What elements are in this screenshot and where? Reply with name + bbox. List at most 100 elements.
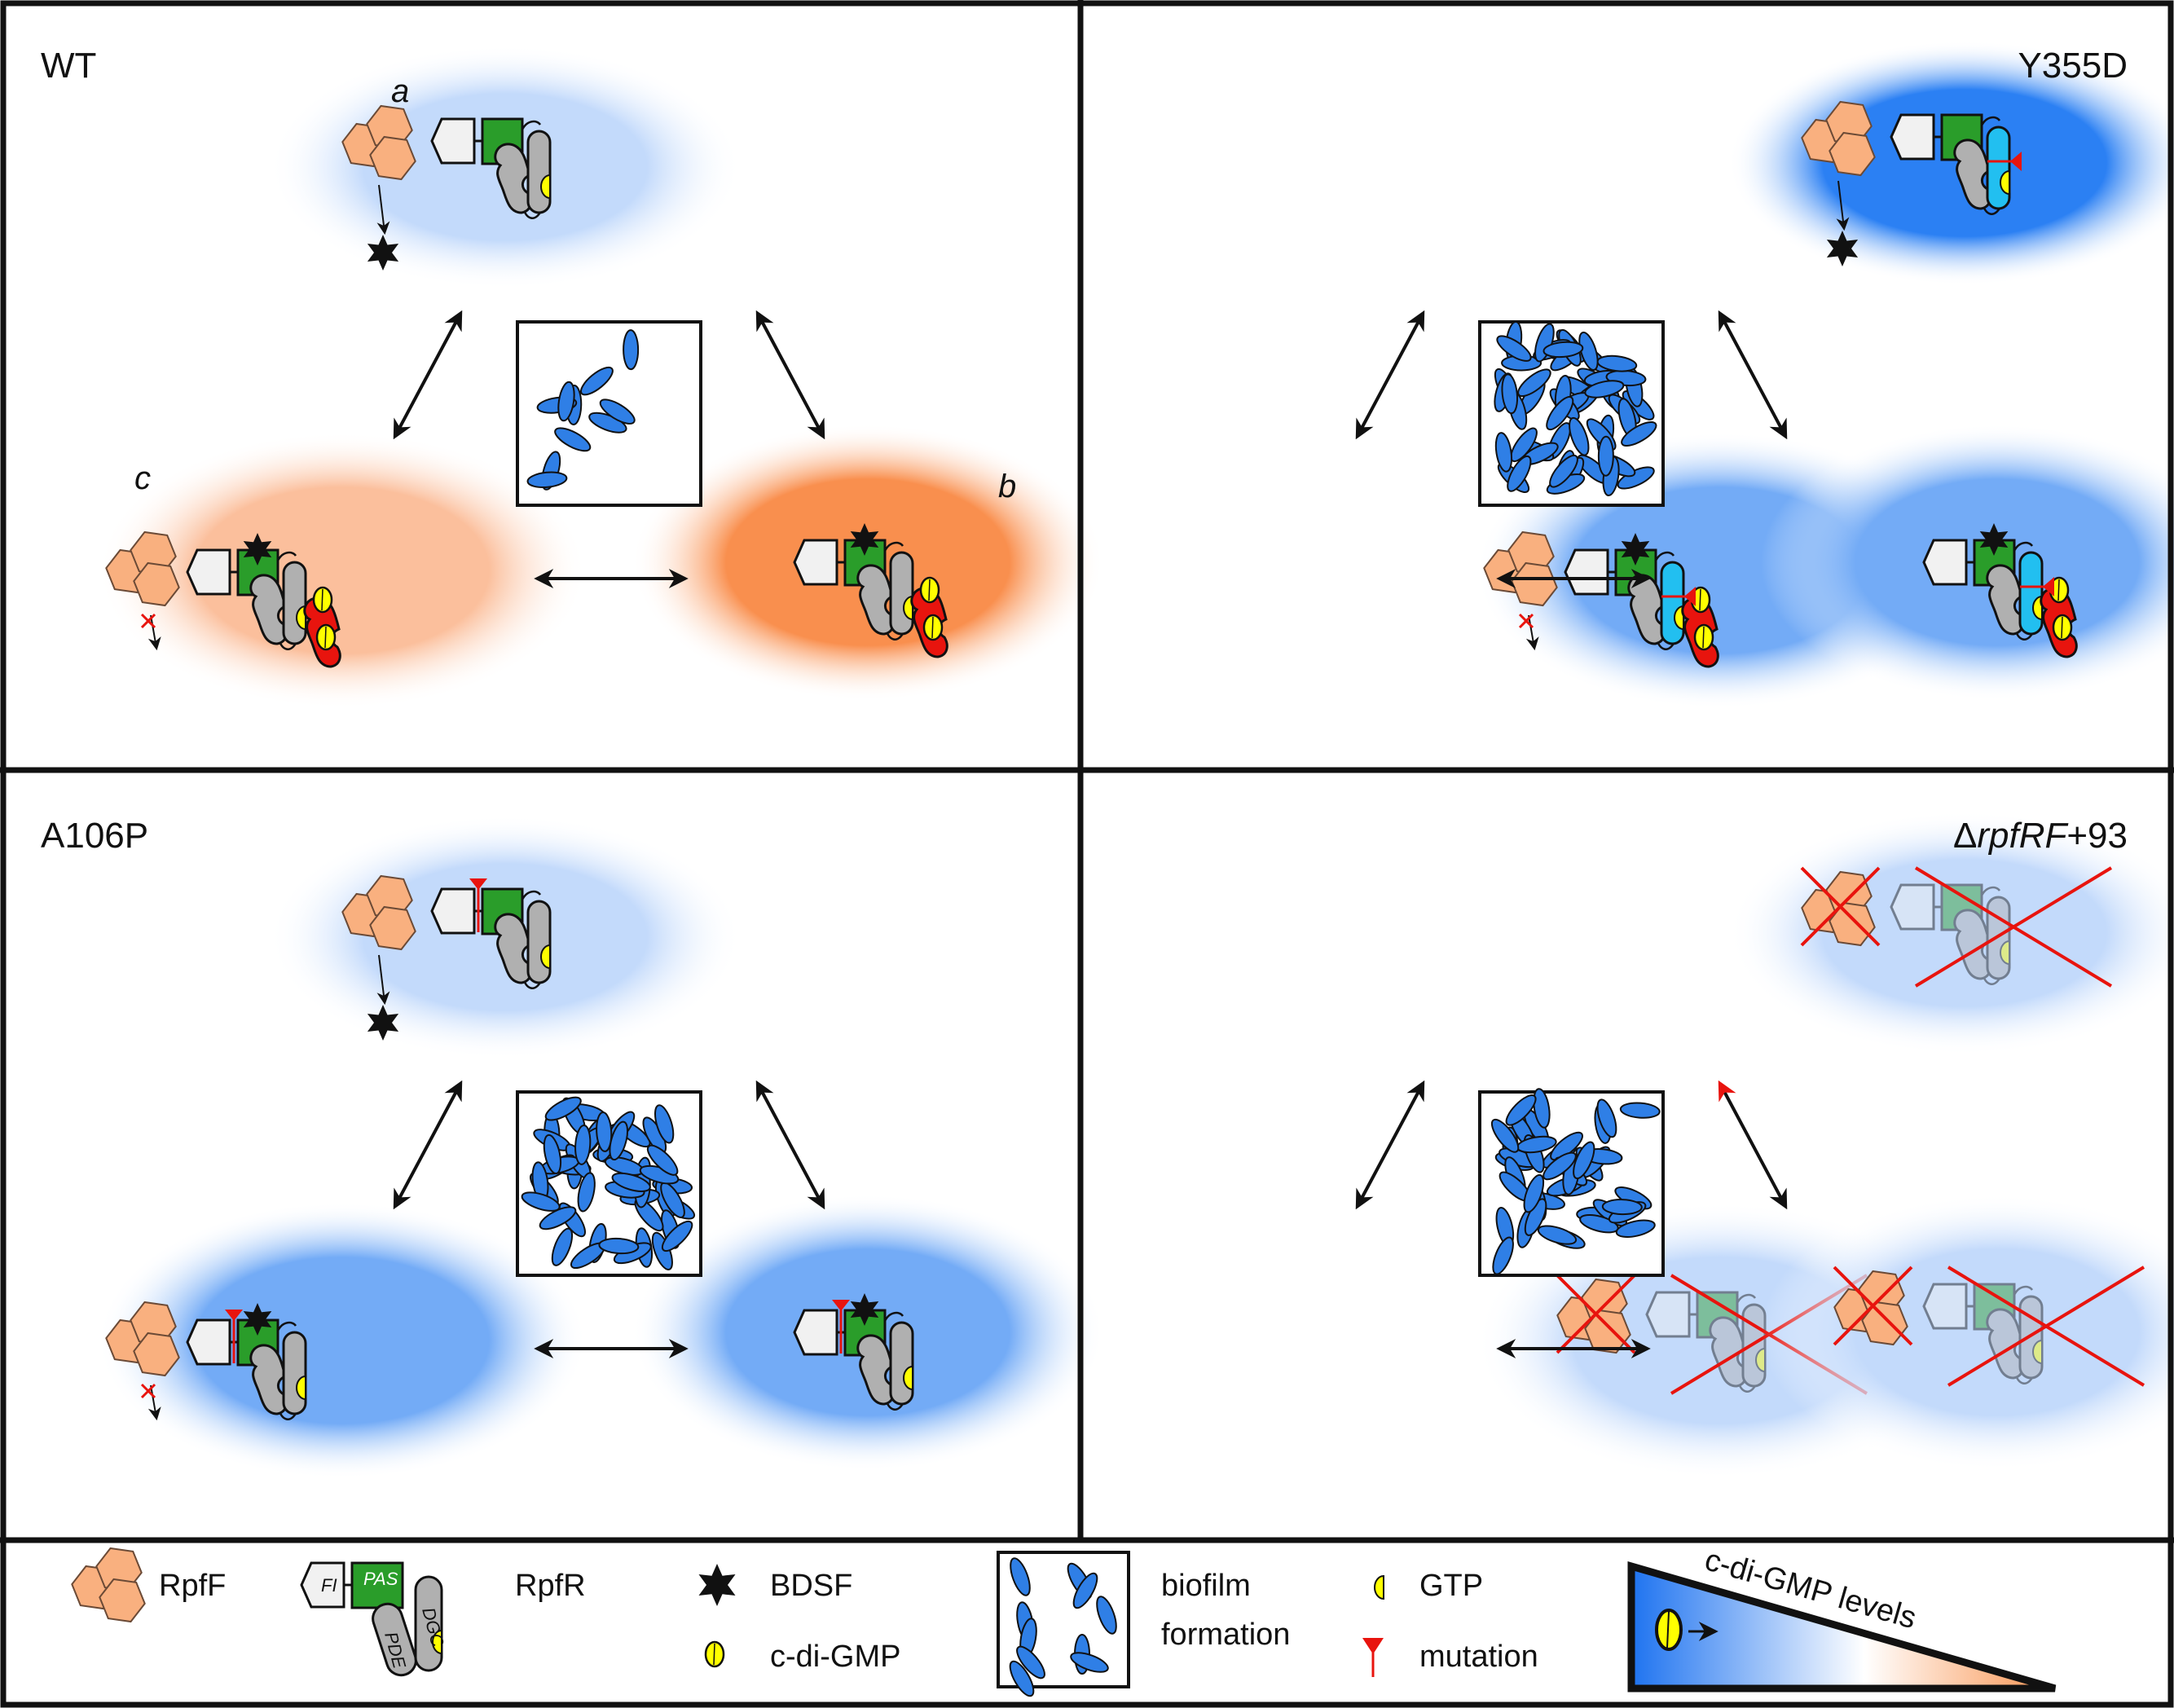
transition-arrow-right bbox=[755, 310, 825, 440]
fi-domain bbox=[186, 548, 231, 596]
rpff-enzyme bbox=[1801, 100, 1876, 177]
biofilm-box bbox=[1478, 1088, 1665, 1277]
bdsf-star-icon bbox=[1621, 533, 1650, 566]
bacterium bbox=[526, 471, 568, 488]
dgc-domain bbox=[2018, 551, 2044, 636]
bacterium bbox=[1492, 1236, 1514, 1275]
gtp-icon bbox=[540, 944, 551, 970]
rpfr-protein bbox=[1922, 523, 2078, 658]
loop-line bbox=[1980, 886, 2002, 985]
bacterium bbox=[1550, 1131, 1583, 1161]
rpff-hexagon bbox=[1861, 1301, 1908, 1346]
panel-title: WT bbox=[41, 46, 96, 86]
bacterium bbox=[574, 1124, 592, 1165]
bacterium bbox=[554, 427, 592, 452]
bacterium bbox=[1505, 1094, 1537, 1126]
gtp-icon bbox=[1374, 1574, 1384, 1600]
bdsf-star-icon bbox=[367, 1005, 399, 1041]
blocked-cross-icon bbox=[140, 613, 156, 629]
mutation-icon bbox=[469, 878, 487, 890]
pas-domain bbox=[1940, 883, 1983, 931]
legend-mutation-label: mutation bbox=[1419, 1640, 1538, 1674]
bacterium bbox=[521, 1191, 561, 1212]
bacterium bbox=[1621, 421, 1657, 447]
bacterium bbox=[1016, 1645, 1045, 1679]
panel-delta: ΔrpfRF+93 bbox=[1355, 811, 2174, 1479]
panel-y355d: Y355D bbox=[1355, 41, 2174, 709]
legend-rpfr-label: RpfR bbox=[515, 1569, 586, 1603]
bacterium bbox=[1496, 335, 1532, 362]
dgc-domain bbox=[282, 1331, 307, 1415]
gtp-icon bbox=[1674, 605, 1684, 631]
bacterium bbox=[1010, 1557, 1031, 1596]
rpfr-protein bbox=[430, 878, 552, 989]
dgc-domain bbox=[282, 561, 307, 645]
state-label-a: a bbox=[391, 73, 409, 109]
cell-body bbox=[1761, 1194, 2174, 1471]
bdsf-star-icon bbox=[1979, 523, 2009, 556]
mutation-icon bbox=[2043, 577, 2054, 596]
legend-biofilm-label-2: formation bbox=[1161, 1618, 1290, 1652]
transition-arrow-left bbox=[393, 1080, 463, 1210]
bacterium bbox=[577, 1172, 596, 1213]
bacterium bbox=[1542, 1151, 1577, 1181]
rpff-enzyme bbox=[71, 1547, 146, 1623]
synthesis-arrow bbox=[147, 1384, 161, 1421]
cdigmp-icon bbox=[1690, 586, 1711, 614]
cell-state-right bbox=[1761, 424, 2174, 701]
cell-body bbox=[98, 1202, 587, 1479]
legend-bdsf-icon bbox=[698, 1564, 736, 1606]
cell-state-top bbox=[269, 815, 742, 1059]
pas-domain bbox=[350, 1561, 404, 1609]
bacterium bbox=[1096, 1596, 1117, 1635]
fi-domain bbox=[1890, 113, 1935, 161]
bacterium bbox=[1072, 1572, 1098, 1609]
dgc-domain bbox=[889, 551, 914, 636]
mutation-icon bbox=[225, 1310, 243, 1321]
legend-gtp-icon bbox=[1374, 1574, 1384, 1600]
cdigmp-icon bbox=[1693, 623, 1714, 651]
rpfr-protein bbox=[793, 1293, 914, 1411]
bacterium bbox=[551, 1227, 574, 1266]
gtp-icon bbox=[903, 1365, 913, 1391]
fi-domain bbox=[1922, 539, 1968, 586]
rpff-enzyme bbox=[105, 530, 180, 607]
dgc-domain bbox=[1986, 125, 2011, 210]
bdsf-star-icon bbox=[698, 1564, 736, 1606]
fi-domain bbox=[430, 887, 476, 935]
rpfr-protein bbox=[793, 523, 948, 658]
transition-arrow-right bbox=[755, 1080, 825, 1210]
cdigmp-icon bbox=[919, 576, 940, 604]
bacterium bbox=[1578, 331, 1599, 372]
cell-state-top bbox=[1728, 811, 2174, 1055]
fi-domain bbox=[430, 117, 476, 165]
bacterium bbox=[1501, 373, 1519, 415]
transition-arrow-left bbox=[1355, 310, 1425, 440]
rpff-hexagon bbox=[1829, 901, 1876, 947]
fi-domain bbox=[1645, 1291, 1691, 1338]
panel-a106p: A106P bbox=[41, 815, 1104, 1479]
bacterium bbox=[1615, 1219, 1656, 1238]
bacterium bbox=[1070, 1652, 1109, 1673]
legend-biofilm-label-1: biofilm bbox=[1161, 1569, 1251, 1603]
dgc-domain bbox=[526, 130, 552, 214]
cell-state-right bbox=[632, 424, 1104, 701]
panel-title: ΔrpfRF+93 bbox=[1953, 816, 2128, 856]
rpff-hexagon bbox=[1829, 131, 1876, 177]
biofilm-box bbox=[516, 320, 702, 507]
bdsf-star-icon bbox=[850, 1293, 879, 1326]
biofilm-box bbox=[1478, 320, 1665, 507]
cell-state-left bbox=[98, 1202, 587, 1479]
blocked-cross-icon bbox=[140, 1383, 156, 1399]
gtp-icon bbox=[432, 1629, 442, 1655]
gtp-icon bbox=[2032, 595, 2043, 621]
bacterium bbox=[598, 1237, 640, 1255]
mutation-icon bbox=[2010, 152, 2022, 171]
bacterium bbox=[544, 1096, 582, 1121]
bacterium bbox=[1507, 455, 1532, 492]
rpff-hexagon bbox=[99, 1578, 146, 1623]
